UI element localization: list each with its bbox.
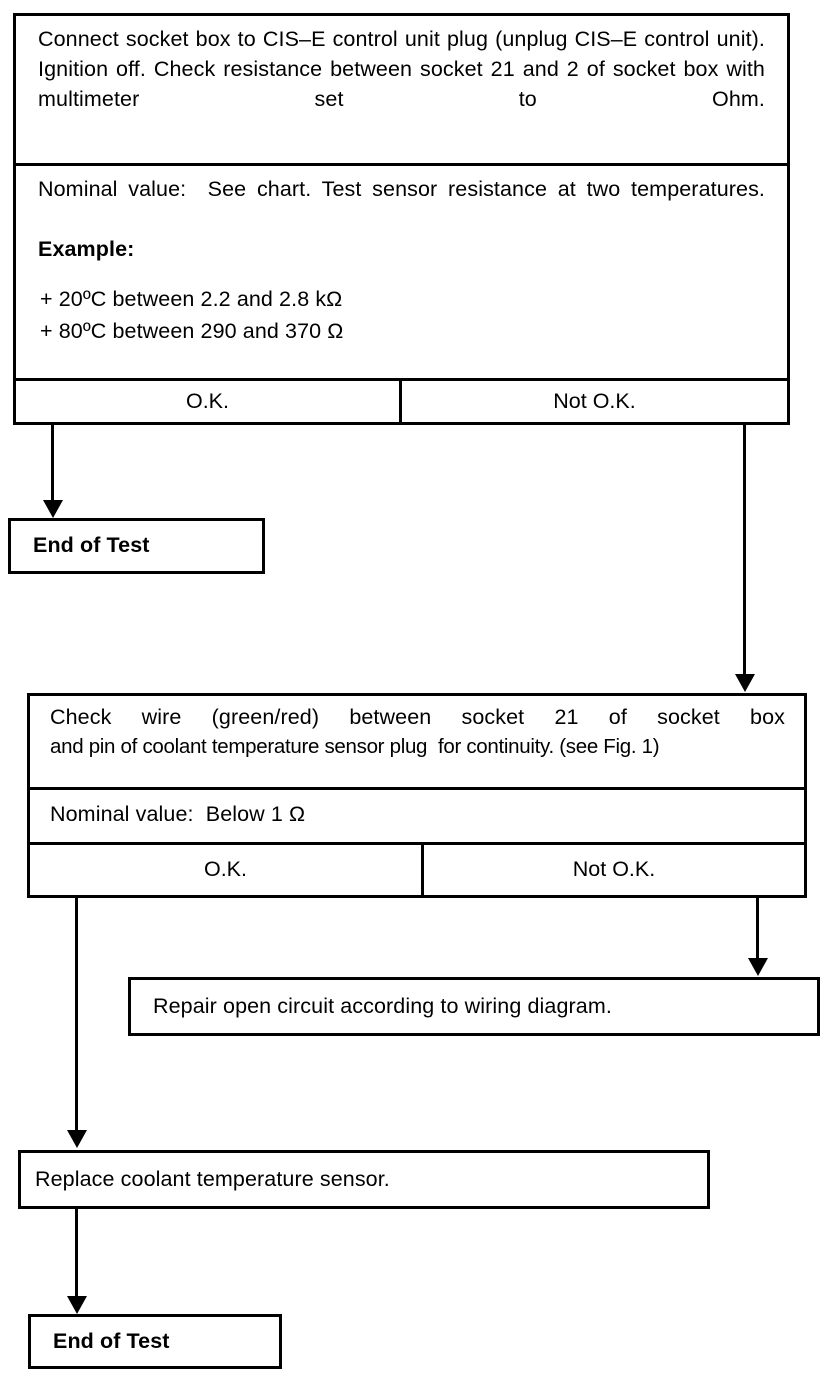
- step2-instruction-line2: and pin of coolant temperature sensor pl…: [50, 735, 660, 758]
- step1-result-row: O.K. Not O.K.: [16, 381, 787, 422]
- arrowhead-step1-ok: [43, 500, 63, 518]
- connector-step1-ok: [51, 425, 54, 503]
- step2-result-ok: O.K.: [203, 857, 247, 881]
- repair-label: Repair open circuit according to wiring …: [153, 994, 612, 1018]
- step1-nominal-cell: Nominal value: See chart. Test sensor re…: [16, 166, 787, 378]
- step2-result-not-ok: Not O.K.: [572, 857, 656, 881]
- step1-nominal-text: Nominal value: See chart. Test sensor re…: [38, 177, 765, 201]
- step2-divider-1: [30, 787, 804, 790]
- step2-divider-2: [30, 842, 804, 845]
- step2-nominal-cell: Nominal value: Below 1 Ω: [30, 790, 804, 842]
- step1-example-value-2: + 80ºC between 290 and 370 Ω: [40, 319, 344, 343]
- connector-replace-to-end: [75, 1209, 78, 1299]
- connector-step2-ok: [75, 898, 78, 1132]
- arrowhead-step2-not-ok: [748, 958, 768, 976]
- step2-result-divider: [421, 845, 424, 895]
- repair-box: Repair open circuit according to wiring …: [128, 977, 820, 1036]
- step2-instruction-line1: Check wire (green/red) between socket 21…: [50, 705, 785, 729]
- step1-result-divider: [399, 381, 402, 422]
- step1-divider-1: [16, 163, 787, 166]
- step1-instruction-text: Connect socket box to CIS–E control unit…: [38, 27, 772, 111]
- step1-result-ok: O.K.: [185, 389, 229, 413]
- step1-result-not-ok: Not O.K.: [553, 389, 636, 413]
- end-of-test-box-2: End of Test: [28, 1314, 282, 1369]
- step2-nominal-text: Nominal value: Below 1 Ω: [50, 802, 306, 826]
- step1-instruction-cell: Connect socket box to CIS–E control unit…: [16, 16, 787, 163]
- arrowhead-step2-ok: [67, 1130, 87, 1148]
- end-of-test-box-1: End of Test: [8, 518, 265, 574]
- end-of-test-label-1: End of Test: [33, 533, 150, 557]
- step2-block: Check wire (green/red) between socket 21…: [27, 693, 807, 898]
- end-of-test-label-2: End of Test: [53, 1329, 170, 1353]
- replace-sensor-label: Replace coolant temperature sensor.: [35, 1167, 390, 1191]
- connector-step2-not-ok: [756, 898, 759, 961]
- step1-example-heading: Example:: [38, 237, 135, 261]
- replace-sensor-box: Replace coolant temperature sensor.: [18, 1150, 710, 1209]
- step1-block: Connect socket box to CIS–E control unit…: [13, 13, 790, 425]
- step2-instruction-cell: Check wire (green/red) between socket 21…: [30, 696, 804, 787]
- arrowhead-replace-to-end: [67, 1296, 87, 1314]
- step1-divider-2: [16, 378, 787, 381]
- step2-result-row: O.K. Not O.K.: [30, 845, 804, 895]
- step1-example-value-1: + 20ºC between 2.2 and 2.8 kΩ: [40, 287, 343, 311]
- arrowhead-step1-not-ok: [735, 674, 755, 692]
- connector-step1-not-ok: [743, 425, 746, 677]
